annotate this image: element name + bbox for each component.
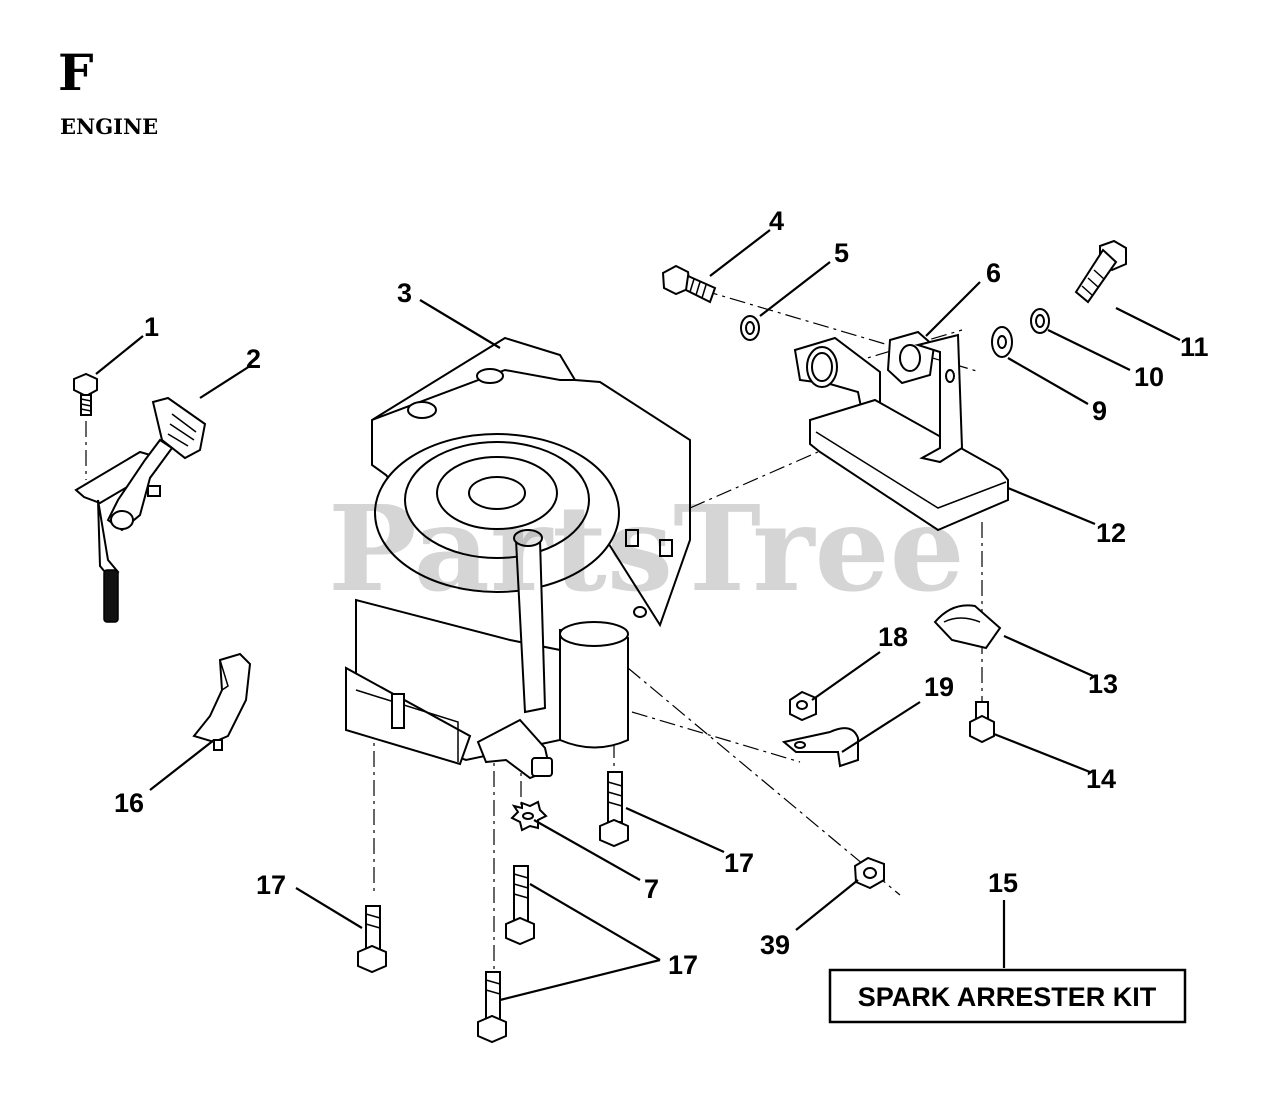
part-16-bracket (192, 652, 252, 751)
leader-lines (95, 229, 1181, 1002)
callout-7: 7 (644, 874, 659, 904)
section-title: ENGINE (60, 114, 159, 139)
watermark-text: PartsTree (328, 479, 965, 618)
callout-17-left: 17 (256, 870, 286, 900)
callout-6: 6 (986, 258, 1001, 288)
part-5-washer (740, 315, 760, 341)
part-17-bolt-right (599, 771, 629, 848)
part-1-bolt (73, 372, 98, 416)
callout-10: 10 (1134, 362, 1164, 392)
part-17-bolt-bottom (477, 971, 507, 1044)
callout-9: 9 (1092, 396, 1107, 426)
callout-16: 16 (114, 788, 144, 818)
part-13-spark-arrester-screen (933, 604, 1002, 650)
part-11-bolt (1074, 239, 1127, 304)
callout-13: 13 (1088, 669, 1118, 699)
callout-5: 5 (834, 238, 849, 268)
part-4-bolt (661, 264, 717, 304)
part-3-engine (345, 336, 691, 780)
spark-arrester-kit-box: SPARK ARRESTER KIT (828, 968, 1187, 1024)
part-17-bolt-middle (505, 865, 535, 946)
callout-18: 18 (878, 622, 908, 652)
spark-arrester-kit-label: SPARK ARRESTER KIT (858, 982, 1157, 1012)
part-7-star-washer (510, 800, 548, 832)
callout-39: 39 (760, 930, 790, 960)
alignment-lines (85, 289, 983, 1018)
part-10-lockwasher (1030, 308, 1050, 334)
part-9-washer (991, 326, 1013, 358)
callout-labels: 1 2 3 4 5 6 7 9 10 11 12 13 14 15 16 17 … (114, 206, 1209, 980)
part-17-bolt-left (357, 905, 387, 974)
part-6-gasket (793, 330, 936, 414)
callout-3: 3 (397, 278, 412, 308)
callout-14: 14 (1086, 764, 1116, 794)
part-12-muffler (809, 333, 1009, 532)
callout-4: 4 (769, 206, 784, 236)
callout-19: 19 (924, 672, 954, 702)
part-14-screw (969, 701, 995, 744)
callout-11: 11 (1180, 332, 1209, 362)
part-2-throttle-control (74, 396, 207, 623)
callout-15: 15 (988, 868, 1018, 898)
callout-17-right: 17 (724, 848, 754, 878)
callout-2: 2 (246, 344, 261, 374)
part-18-nut (789, 690, 817, 722)
callout-12: 12 (1096, 518, 1126, 548)
callout-17-bottom: 17 (668, 950, 698, 980)
callout-1: 1 (144, 312, 159, 342)
part-19-clamp (781, 727, 859, 768)
section-letter: F (58, 43, 94, 102)
part-39-nut (853, 856, 885, 890)
